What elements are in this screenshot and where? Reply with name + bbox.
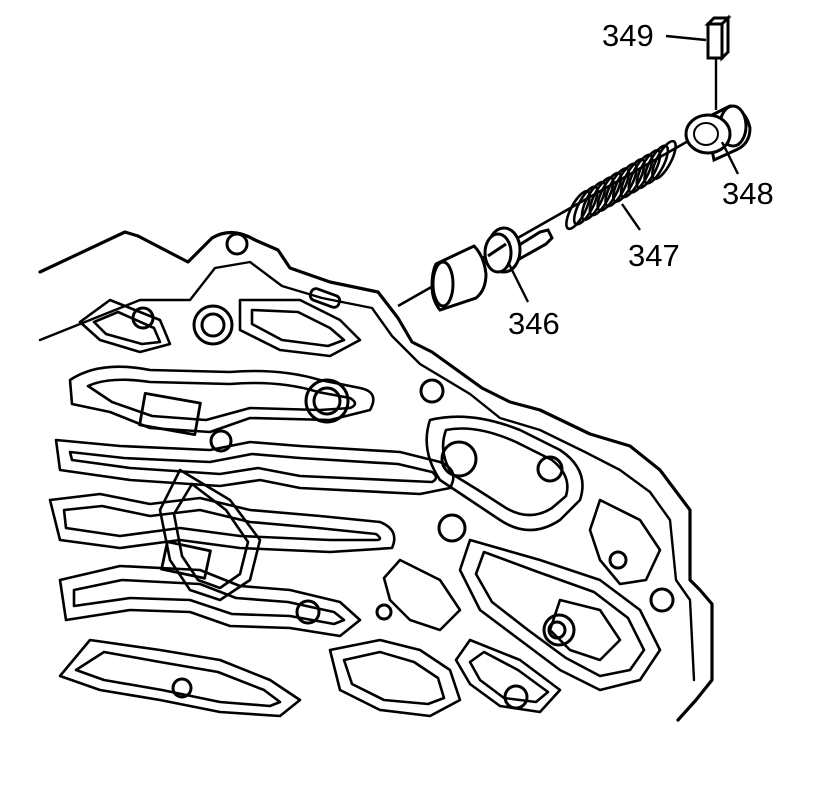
slots — [138, 287, 342, 580]
leader-346 — [506, 261, 530, 303]
callout-347: 347 — [628, 238, 680, 273]
casting-inner-edge — [38, 260, 696, 682]
leader-347 — [621, 203, 641, 231]
valve-body-casting — [38, 230, 714, 722]
fluid-channels — [48, 298, 662, 718]
leader-348 — [720, 141, 740, 175]
leader-349 — [665, 34, 707, 42]
ports — [131, 232, 675, 710]
callout-346: 346 — [508, 306, 560, 341]
valve-spring-347 — [565, 139, 677, 231]
callout-349: 349 — [602, 18, 654, 53]
callout-348: 348 — [722, 176, 774, 211]
casting-outline — [38, 230, 714, 722]
valve-346 — [430, 226, 554, 312]
retainer-clip-349 — [704, 14, 732, 110]
bore-plug-348 — [684, 104, 752, 163]
callout-leaders — [506, 34, 740, 303]
spring-coil — [651, 139, 677, 181]
